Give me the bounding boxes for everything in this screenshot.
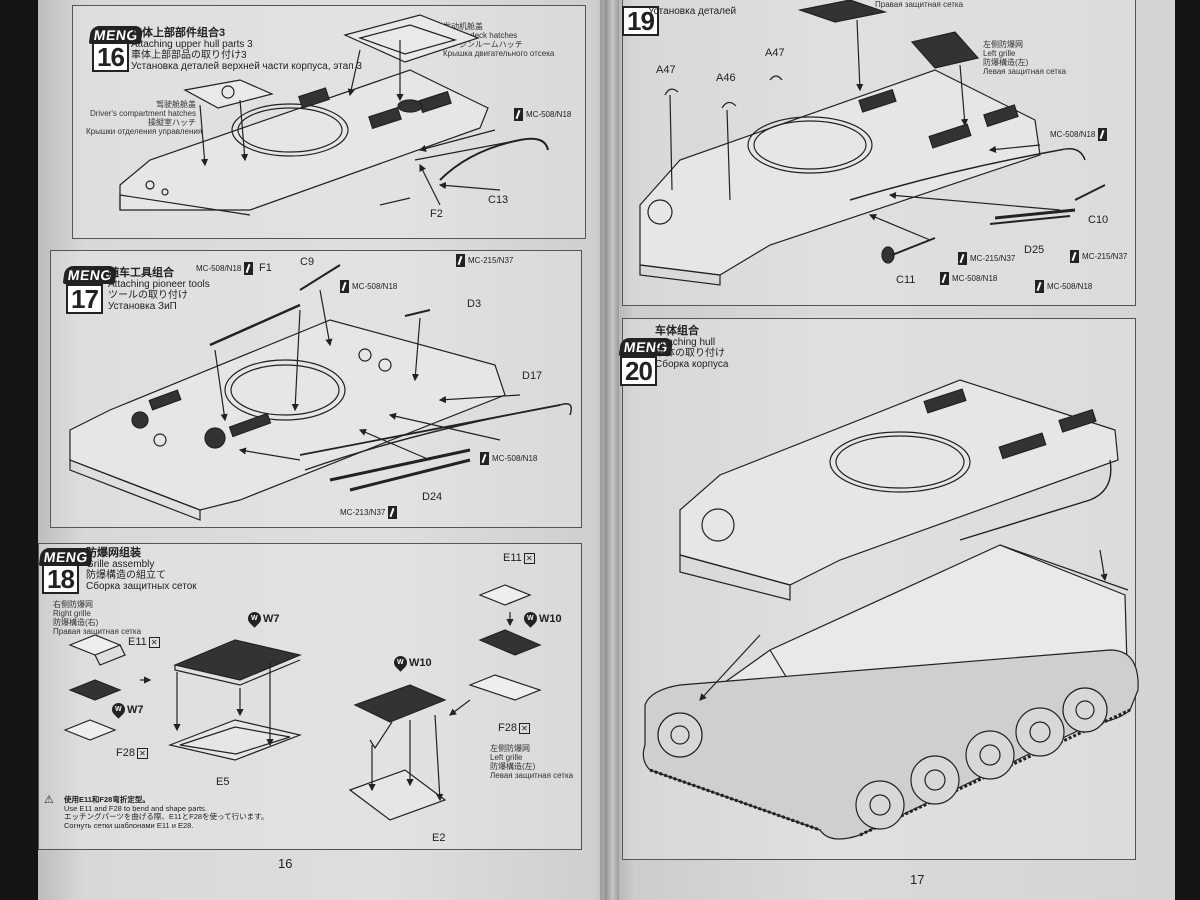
step-16-drawing xyxy=(119,14,549,216)
part-label: D25 xyxy=(1024,244,1045,256)
title-zh: 随车工具组合 xyxy=(108,267,174,279)
left-grille-label: 左侧防爆网 Left grille 防爆構造(左) Левая защитная… xyxy=(490,744,574,780)
title-en: Attaching hull xyxy=(655,337,716,348)
title-en: Attaching upper hull parts 3 xyxy=(131,39,253,50)
part-label: D3 xyxy=(467,298,482,310)
paint-swatch-icon xyxy=(244,262,254,275)
part-label: E11✕ xyxy=(128,636,160,648)
part-label: A47 xyxy=(656,64,676,76)
step-number: 16 xyxy=(92,42,129,72)
paint-callout: MC-508/N18 xyxy=(1050,128,1108,141)
engine-hatch-label: 发动机舱盖 Engine deck hatches エンジンルームハッチ Кры… xyxy=(443,22,555,58)
part-label: D24 xyxy=(422,491,443,503)
warning-icon: ⚠ xyxy=(44,794,54,806)
page-number-left: 16 xyxy=(278,856,293,871)
paint-swatch-icon xyxy=(456,254,465,267)
part-label: E5 xyxy=(216,776,230,788)
no-glue-icon: ✕ xyxy=(518,723,530,734)
part-label: F28✕ xyxy=(116,747,148,759)
paint-swatch-icon xyxy=(1035,280,1044,293)
paint-callout: MC-215/N37 xyxy=(958,252,1015,265)
paint-swatch-icon xyxy=(1070,250,1079,263)
step-number: 18 xyxy=(42,564,79,594)
step-title: 车体组合 Attaching hull 車体の取り付け Сборка корпу… xyxy=(655,325,729,371)
step-title: 随车工具组合 Attaching pioneer tools ツールの取り付け … xyxy=(108,267,210,313)
paint-callout: MC-508/N18 xyxy=(480,452,537,465)
step-number: 20 xyxy=(620,356,657,386)
part-label: F1 xyxy=(259,262,272,274)
title-ru: Установка деталей верхней части корпуса,… xyxy=(131,61,362,72)
title-ru: Установка ЗиП xyxy=(108,301,177,312)
paint-callout: MC-508/N18 xyxy=(514,108,571,121)
paint-callout: MC-215/N37 xyxy=(456,254,513,267)
step-20-drawing xyxy=(642,379,1139,840)
title-ja: ツールの取り付け xyxy=(108,290,188,301)
title-zh: 防爆网组装 xyxy=(86,547,141,559)
paint-swatch-icon xyxy=(340,280,349,293)
no-glue-icon: ✕ xyxy=(148,637,160,648)
paint-callout: MC-508/N18 xyxy=(940,272,997,285)
part-label: F2 xyxy=(430,208,443,220)
title-zh: 车体组合 xyxy=(655,325,699,337)
paint-swatch-icon xyxy=(958,252,967,265)
page-number-right: 17 xyxy=(910,872,925,887)
title-ru: Сборка корпуса xyxy=(655,359,729,370)
paint-swatch-icon xyxy=(940,272,949,285)
paint-swatch-icon xyxy=(1098,128,1108,141)
part-label: C10 xyxy=(1088,214,1109,226)
part-label: D17 xyxy=(522,370,543,382)
step-19-drawing xyxy=(639,0,1106,286)
part-label: E11✕ xyxy=(503,552,535,564)
part-label: C13 xyxy=(488,194,509,206)
title-ja: 防爆構造の組立て xyxy=(86,570,166,581)
title-ja: 車体の取り付け xyxy=(655,348,725,359)
paint-swatch-icon xyxy=(388,506,398,519)
paint-callout: MC-215/N37 xyxy=(1070,250,1127,263)
title-ru: Установка деталей xyxy=(648,6,737,17)
step-number: 19 xyxy=(622,6,659,36)
part-label: C11 xyxy=(896,274,916,286)
part-label: C9 xyxy=(300,256,315,268)
title-ja: 車体上部部品の取り付け3 xyxy=(131,50,247,61)
step-17-drawing xyxy=(69,264,572,521)
paint-swatch-icon xyxy=(480,452,489,465)
paint-callout: MC-508/N18 xyxy=(1035,280,1092,293)
right-grille-label: 右侧防爆网 Right grille 防爆構造(右) Правая защитн… xyxy=(53,600,142,636)
no-glue-icon: ✕ xyxy=(136,748,148,759)
title-ru: Сборка защитных сеток xyxy=(86,581,197,592)
right-grille-label: Правая защитная сетка xyxy=(875,0,964,9)
book-spine xyxy=(605,0,619,900)
warning-note: ⚠ 使用E11和F28弯折定型。 Use E11 and F28 to bend… xyxy=(44,794,269,830)
driver-hatch-label: 驾驶舱舱盖 Driver's compartment hatches 操縦室ハッ… xyxy=(86,100,203,136)
part-label: E2 xyxy=(432,832,446,844)
step-number: 17 xyxy=(66,284,103,314)
part-label: A47 xyxy=(765,47,785,59)
paint-callout: MC-213/N37 xyxy=(340,506,398,519)
paint-callout: MC-508/N18 xyxy=(196,262,254,275)
paint-swatch-icon xyxy=(514,108,523,121)
step-18-drawing xyxy=(63,584,542,821)
paint-callout: MC-508/N18 xyxy=(340,280,397,293)
step-title: Установка деталей xyxy=(648,6,736,17)
left-grille-label: 左侧防爆网 Left grille 防爆構造(左) Левая защитная… xyxy=(983,40,1067,76)
title-en: Grille assembly xyxy=(86,559,155,570)
title-en: Attaching pioneer tools xyxy=(108,279,210,290)
no-glue-icon: ✕ xyxy=(523,553,535,564)
part-label: A46 xyxy=(716,72,736,84)
step-title: 车体上部部件组合3 Attaching upper hull parts 3 車… xyxy=(131,27,362,73)
part-label: F28✕ xyxy=(498,722,530,734)
title-zh: 车体上部部件组合3 xyxy=(131,27,226,39)
step-title: 防爆网组装 Grille assembly 防爆構造の組立て Сборка за… xyxy=(86,547,197,593)
